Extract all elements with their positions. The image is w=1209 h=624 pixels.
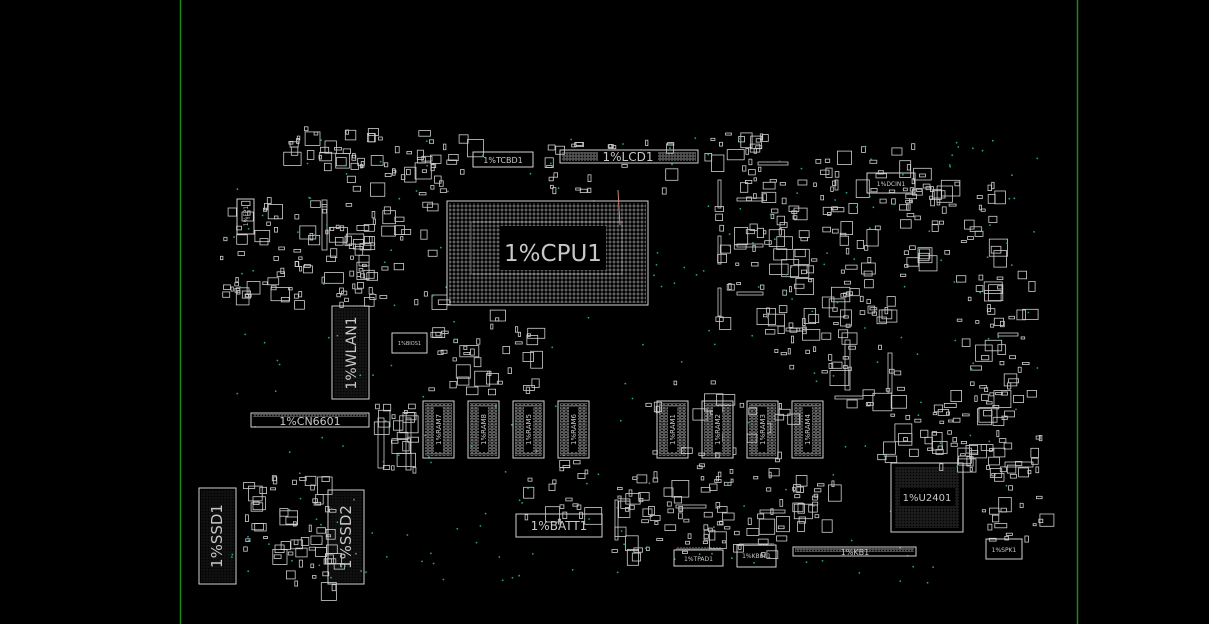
ram-chip[interactable]: 1%RAM1 xyxy=(656,400,689,459)
kbbl-connector[interactable]: 1%KBBL1 xyxy=(736,543,777,568)
ram-chip[interactable]: 1%RAM5 xyxy=(512,400,545,459)
ram-chip[interactable]: 1%RAM4 xyxy=(791,400,824,459)
ram-group: 1%RAM7 1%RAM8 1%RAM5 1%RAM6 1%RAM1 1%RAM2 1%RA… xyxy=(422,400,824,459)
ram-chip[interactable]: 1%RAM6 xyxy=(557,400,590,459)
ram-chip-label: 1%RAM1 xyxy=(669,414,677,445)
u2401-chip[interactable]: 1%U2401 xyxy=(890,462,964,533)
tcbd-label: 1%TCBD1 xyxy=(483,156,522,165)
kbbl-label: 1%KBBL1 xyxy=(742,553,771,560)
lcd-connector[interactable]: 1%LCD1 xyxy=(559,149,699,164)
dcin-connector[interactable]: 1%DCIN1 xyxy=(866,172,916,194)
kb-label: 1%KB1 xyxy=(841,548,870,557)
ssd1-slot[interactable]: 1%SSD1 xyxy=(198,487,237,585)
dcin-label: 1%DCIN1 xyxy=(877,181,906,188)
touchpad-connector[interactable]: 1%TPAD1 xyxy=(673,547,724,567)
ram-chip-label: 1%RAM8 xyxy=(480,414,488,445)
ssd2-label: 1%SSD2 xyxy=(337,505,355,569)
ram-chip-label: 1%RAM5 xyxy=(525,414,533,445)
battery-connector[interactable]: 1%BATT1 xyxy=(515,513,603,538)
wlan-label: 1%WLAN1 xyxy=(344,316,360,389)
ram-chip-label: 1%RAM3 xyxy=(759,414,767,445)
keyboard-connector[interactable]: 1%KB1 xyxy=(792,546,917,557)
lcd-label: 1%LCD1 xyxy=(603,150,654,164)
bios-label: 1%BIOS1 xyxy=(398,341,421,347)
tcbd-connector[interactable]: 1%TCBD1 xyxy=(472,151,534,168)
fp-label: 1%FP1 xyxy=(243,206,250,227)
wlan-slot[interactable]: 1%WLAN1 xyxy=(331,305,370,400)
u2401-label: 1%U2401 xyxy=(903,493,952,504)
cpu-label: 1%CPU1 xyxy=(504,241,602,267)
tpad-label: 1%TPAD1 xyxy=(684,556,713,563)
ram-chip-label: 1%RAM4 xyxy=(804,413,812,445)
small-parts-layer xyxy=(219,126,1055,601)
ram-chip[interactable]: 1%RAM3 xyxy=(746,400,779,459)
ram-chip-label: 1%RAM7 xyxy=(435,414,443,445)
cn6601-label: 1%CN6601 xyxy=(279,415,340,428)
ram-chip[interactable]: 1%RAM2 xyxy=(701,400,734,459)
fp-connector[interactable]: 1%FP1 xyxy=(236,198,255,235)
cpu-component[interactable]: 1%CPU1 xyxy=(446,189,649,306)
ram-chip[interactable]: 1%RAM8 xyxy=(467,400,500,459)
ram-chip-label: 1%RAM6 xyxy=(570,413,578,445)
bios-chip[interactable]: 1%BIOS1 xyxy=(391,332,428,354)
ram-chip[interactable]: 1%RAM7 xyxy=(422,400,455,459)
ssd2-slot[interactable]: 1%SSD2 xyxy=(327,489,365,585)
ssd1-label: 1%SSD1 xyxy=(208,504,226,568)
speaker-connector[interactable]: 1%SPK1 xyxy=(985,538,1023,560)
spk-label: 1%SPK1 xyxy=(992,547,1017,554)
ram-chip-label: 1%RAM2 xyxy=(714,414,722,445)
cn6601-connector[interactable]: 1%CN6601 xyxy=(250,412,370,428)
batt-label: 1%BATT1 xyxy=(531,519,588,533)
